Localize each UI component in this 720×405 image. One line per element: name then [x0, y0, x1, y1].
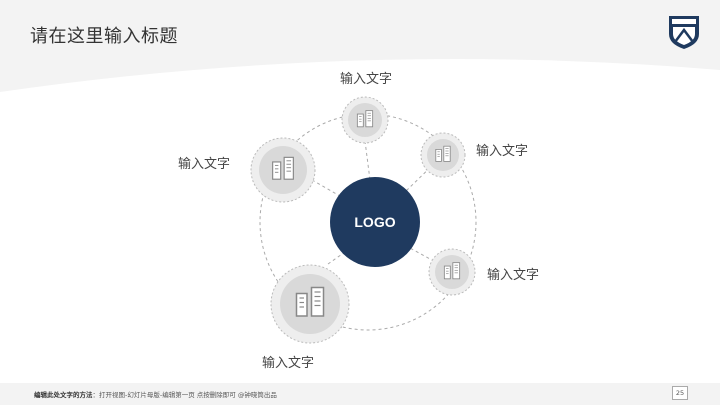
node-label-top: 输入文字	[340, 72, 393, 87]
node-top-right	[420, 132, 466, 178]
page-number: 25	[672, 386, 688, 400]
node-top	[341, 96, 389, 144]
slide-title: 请在这里输入标题	[30, 26, 178, 47]
footer-method-label: 编辑此处文字的方法	[34, 391, 93, 399]
orbit-ring	[259, 113, 477, 331]
node-label-bottom-right: 输入文字	[487, 268, 540, 283]
node-bottom-right	[428, 248, 476, 296]
center-logo: LOGO	[330, 177, 420, 267]
node-bottom-left	[270, 264, 350, 344]
footer-instructions: 编辑此处文字的方法：打开视图-幻灯片母版-编辑第一页 点按删除即可 @钟晓筒出品	[34, 389, 277, 399]
node-label-top-right: 输入文字	[476, 144, 529, 159]
center-logo-text: LOGO	[354, 214, 395, 230]
footer-method-text: ：打开视图-幻灯片母版-编辑第一页 点按删除即可 @钟晓筒出品	[92, 391, 277, 399]
node-label-left: 输入文字	[178, 157, 231, 172]
school-crest-icon	[669, 16, 699, 49]
footer-bar	[0, 383, 720, 405]
node-left	[250, 137, 316, 203]
header-band	[0, 0, 720, 100]
node-label-bottom-left: 输入文字	[262, 356, 315, 371]
